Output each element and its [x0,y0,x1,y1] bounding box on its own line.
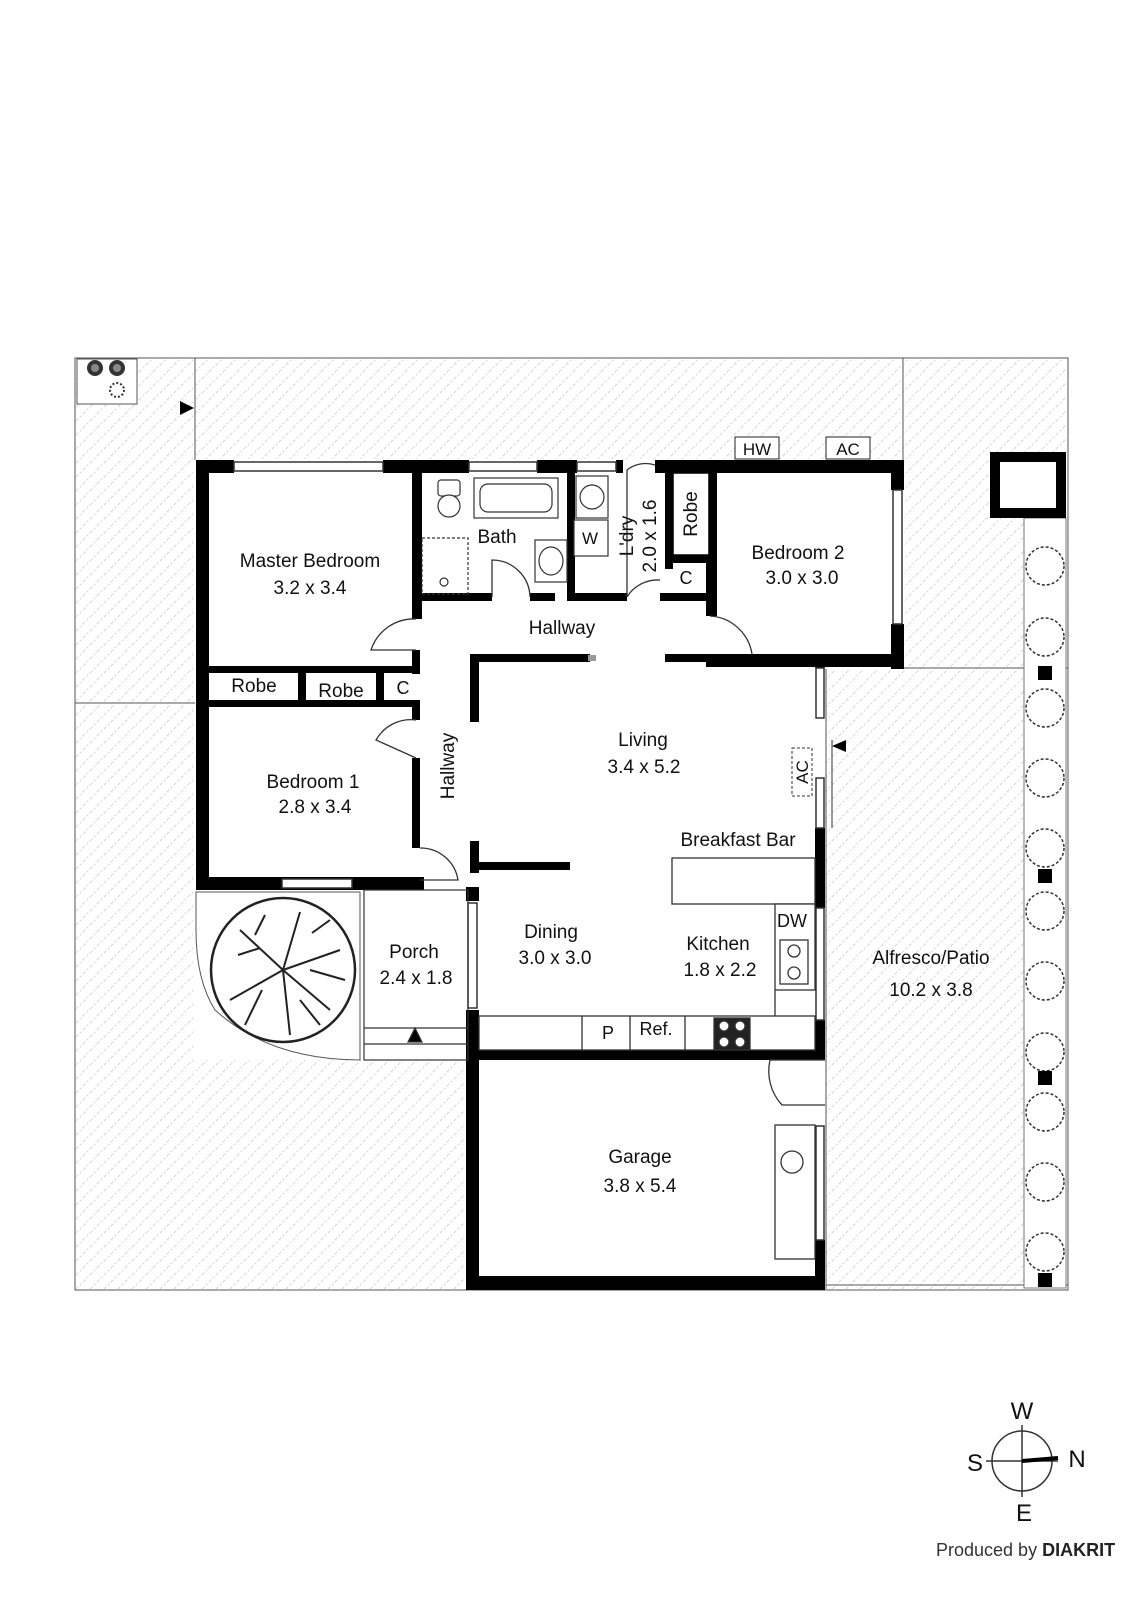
kitchen-counters [478,857,816,1260]
laundry-name: L'dry [617,515,638,556]
hedge-shrub-icon [1025,758,1065,798]
hallway-side-name: Hallway [438,732,459,799]
doors [370,462,825,1106]
master-bedroom-name: Master Bedroom [240,551,380,572]
robe-bedroom1-label: Robe [318,681,363,702]
ac-indoor-unit: AC [791,740,846,828]
cupboard-bedroom2-label: C [680,568,693,588]
bath-fixtures [421,475,609,595]
garage-name: Garage [608,1147,671,1168]
compass-east-label: E [1016,1500,1032,1527]
credit-prefix: Produced by [936,1540,1038,1560]
robe-bedroom2-label: Robe [681,491,702,536]
hedge-shrub-icon [1025,961,1065,1001]
alfresco-size: 10.2 x 3.8 [889,980,972,1001]
fridge-label: Ref. [639,1019,672,1039]
hedge-shrub-icon [1025,828,1065,868]
credit-brand: DIAKRIT [1042,1540,1116,1560]
bedroom2-name: Bedroom 2 [752,543,845,564]
fence-post-icon [1038,1071,1052,1085]
producer-credit: Produced by DIAKRIT [936,1540,1115,1561]
dining-name: Dining [524,922,578,943]
kitchen-size: 1.8 x 2.2 [684,960,757,981]
arrow-marker-icon [180,401,194,415]
porch-name: Porch [389,942,439,963]
breakfast-bar-name: Breakfast Bar [680,830,796,851]
ac-outdoor-unit: AC [825,436,871,460]
hot-water-label: HW [743,440,771,459]
hedge-shrub-icon [1025,1162,1065,1202]
hedge-row [1023,517,1067,1289]
hedge-shrub-icon [1025,546,1065,586]
bedroom2-size: 3.0 x 3.0 [766,568,839,589]
hedge-shrub-icon [1025,1232,1065,1272]
fence-post-icon [1038,869,1052,883]
living-size: 3.4 x 5.2 [608,757,681,778]
compass-north-label: N [1068,1446,1085,1473]
porch-steps [363,889,469,1061]
pantry-label: P [602,1023,614,1043]
master-bedroom-size: 3.2 x 3.4 [274,578,347,599]
washer-label: W [582,529,598,548]
compass-west-label: W [1011,1398,1034,1425]
laundry-size: 2.0 x 1.6 [640,500,661,573]
robe-master-label: Robe [231,676,276,697]
kitchen-name: Kitchen [686,934,749,955]
hallway-top-name: Hallway [529,618,596,639]
outdoor-box [990,452,1066,518]
hedge-shrub-icon [1025,891,1065,931]
porch-size: 2.4 x 1.8 [380,968,453,989]
hedge-shrub-icon [1025,1032,1065,1072]
bedroom1-name: Bedroom 1 [267,772,360,793]
hot-water-unit: HW [734,436,780,460]
hedge-shrub-icon [1025,617,1065,657]
compass-icon: W S N E [967,1398,1086,1527]
alfresco-name: Alfresco/Patio [872,948,989,969]
storage [672,472,710,556]
hedge-shrub-icon [1025,688,1065,728]
dining-size: 3.0 x 3.0 [519,948,592,969]
windows [233,461,903,1241]
shrub-icon [76,358,138,405]
fence-post-icon [1038,1273,1052,1287]
bedroom1-size: 2.8 x 3.4 [279,797,352,818]
hedge-shrub-icon [1025,1092,1065,1132]
cupboard-hall-label: C [397,678,410,698]
ac-indoor-label: AC [793,760,812,784]
compass-south-label: S [967,1450,983,1477]
fence-post-icon [1038,666,1052,680]
bath-name: Bath [477,527,516,548]
dishwasher-label: DW [777,911,807,931]
living-name: Living [618,730,668,751]
tree-icon [195,891,361,1061]
room-labels: Master Bedroom 3.2 x 3.4 Bath L'dry 2.0 … [240,500,990,1197]
garage-size: 3.8 x 5.4 [604,1176,677,1197]
walls [196,460,904,1290]
ac-outdoor-label: AC [836,440,860,459]
